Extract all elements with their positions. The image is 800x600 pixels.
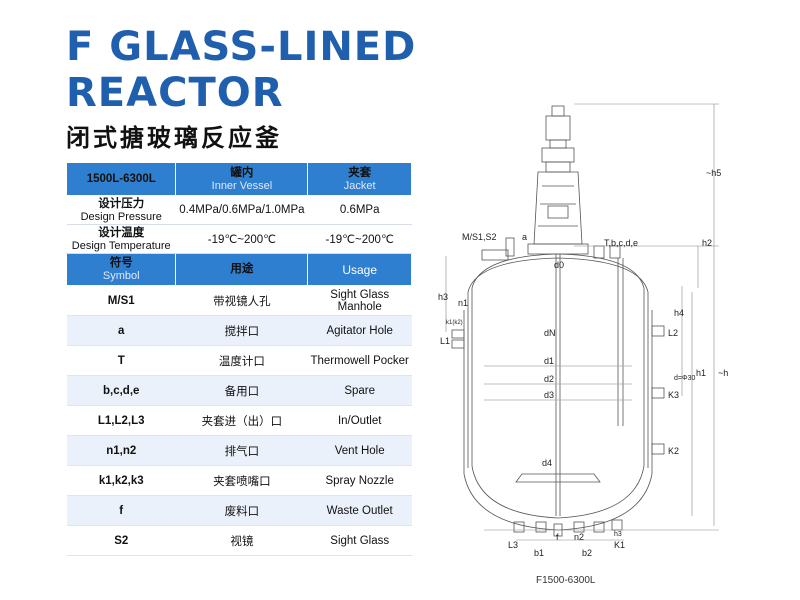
label-n2: n2 (574, 532, 584, 542)
inner-vessel-header: 罐内 Inner Vessel (175, 162, 309, 196)
label-d2: d2 (544, 374, 554, 384)
label-d4: d4 (542, 458, 552, 468)
label-h2: h2 (702, 238, 712, 248)
label-b1: b1 (534, 548, 544, 558)
label-h1: h1 (696, 368, 706, 378)
label-k1k2: k1(k2) (446, 320, 463, 326)
label-l1: L1 (440, 336, 450, 346)
reactor-diagram: M/S1,S2 a T,b,c,d,e d0 n1 h3 k1(k2) L1 d… (438, 103, 728, 558)
symbol-header-row: 符号 Symbol 用途 Usage (65, 253, 412, 286)
label-h: ~h (718, 368, 728, 378)
label-n1: n1 (458, 298, 468, 308)
label-k3: K3 (668, 390, 679, 400)
diagram-caption: F1500-6300L (536, 575, 596, 586)
label-l3: L3 (508, 540, 518, 550)
label-tbcde: T,b,c,d,e (604, 238, 638, 248)
label-d30: d=Φ30 (674, 375, 695, 382)
label-l2: L2 (668, 328, 678, 338)
label-dn: dN (544, 328, 556, 338)
model-cell: 1500L-6300L (65, 162, 177, 196)
spec-header-row: 1500L-6300L 罐内 Inner Vessel 夹套 Jacket (65, 162, 412, 196)
label-ms: M/S1,S2 (462, 232, 497, 242)
symbol-header: 符号 Symbol (65, 253, 177, 286)
label-a: a (522, 232, 527, 242)
spec-table: 1500L-6300L 罐内 Inner Vessel 夹套 Jacket 设计… (65, 162, 412, 556)
label-h3: h3 (438, 292, 448, 302)
subtitle-cn: 闭式搪玻璃反应釜 (66, 124, 282, 152)
usage-cn-header: 用途 (175, 253, 309, 286)
jacket-header: 夹套 Jacket (307, 162, 412, 196)
label-k1: K1 (614, 540, 625, 550)
title-line-2: REACTOR (66, 70, 284, 116)
label-h5: ~h5 (706, 168, 721, 178)
label-h4: h4 (674, 308, 684, 318)
label-d0: d0 (554, 260, 564, 270)
label-k2: K2 (668, 446, 679, 456)
label-h3-bottom: h3 (614, 531, 622, 538)
label-d3: d3 (544, 390, 554, 400)
usage-en-header: Usage (307, 253, 412, 286)
title-line-1: F GLASS-LINED (66, 24, 417, 70)
label-f: f (556, 532, 559, 542)
label-b2: b2 (582, 548, 592, 558)
label-d1: d1 (544, 356, 554, 366)
